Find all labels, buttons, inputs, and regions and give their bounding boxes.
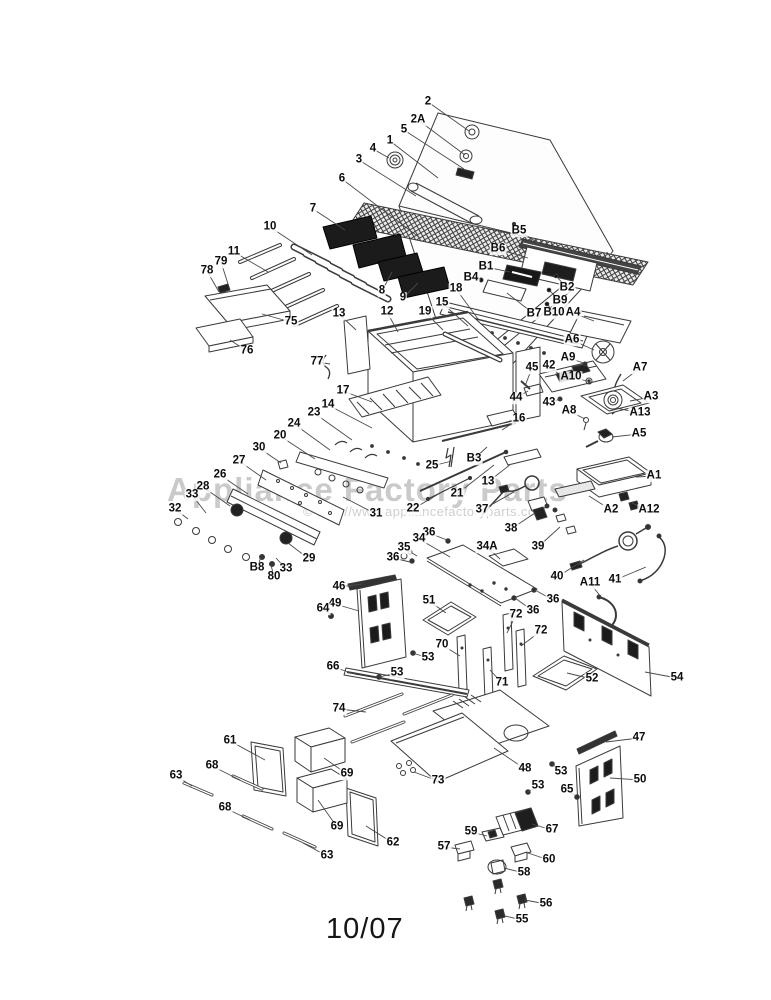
fan-and-burner-parts [580,340,650,448]
doors-and-drawers [182,727,379,849]
cart-uprights [456,612,527,700]
cart-top-panel [400,538,538,607]
cart-shelves [422,601,598,691]
ignition-wires [569,524,666,633]
flavor-bars [290,243,392,303]
burner-rack [348,376,442,418]
cart-right-panel [525,745,624,827]
control-knobs [174,503,293,567]
side-tray [544,456,652,513]
small-hardware [454,807,539,925]
hose-regulator [419,448,577,535]
side-shelf-left [195,283,291,353]
manifold-valves [295,440,455,494]
burner-support-rails [226,459,345,546]
firebox [322,310,541,443]
hood-handle [386,151,483,225]
cart-bottom-shelf [390,689,550,783]
revision-date: 10/07 [326,913,404,945]
cart-back-panel [561,598,652,697]
cart-left-panel [328,574,407,669]
cart-rails [343,650,618,755]
